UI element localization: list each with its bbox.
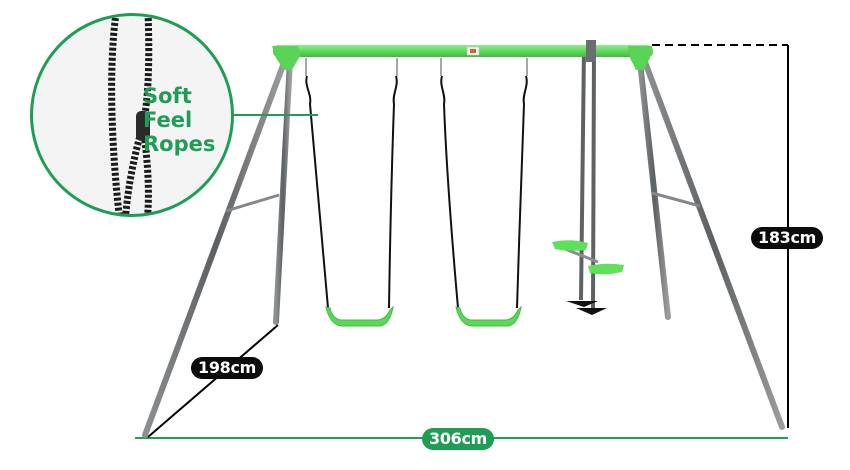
right-a-frame bbox=[637, 59, 785, 430]
swing-left bbox=[305, 58, 398, 327]
callout-line-1: Soft bbox=[143, 84, 192, 108]
width-label: 306cm bbox=[422, 428, 495, 450]
callout-line-3: Ropes bbox=[143, 132, 216, 156]
leg-length-dimension-line bbox=[147, 324, 279, 438]
swing-right bbox=[440, 58, 528, 327]
callout-title: Soft Feel Ropes bbox=[143, 84, 215, 156]
rope-closeup-icon bbox=[108, 16, 153, 214]
callout-line-2: Feel bbox=[143, 108, 193, 132]
top-beam bbox=[272, 40, 653, 70]
height-label: 183cm bbox=[751, 227, 824, 249]
left-a-frame bbox=[142, 57, 293, 438]
glider bbox=[552, 47, 624, 315]
leg-length-label: 198cm bbox=[191, 357, 264, 379]
soft-feel-ropes-callout: Soft Feel Ropes bbox=[30, 13, 234, 217]
